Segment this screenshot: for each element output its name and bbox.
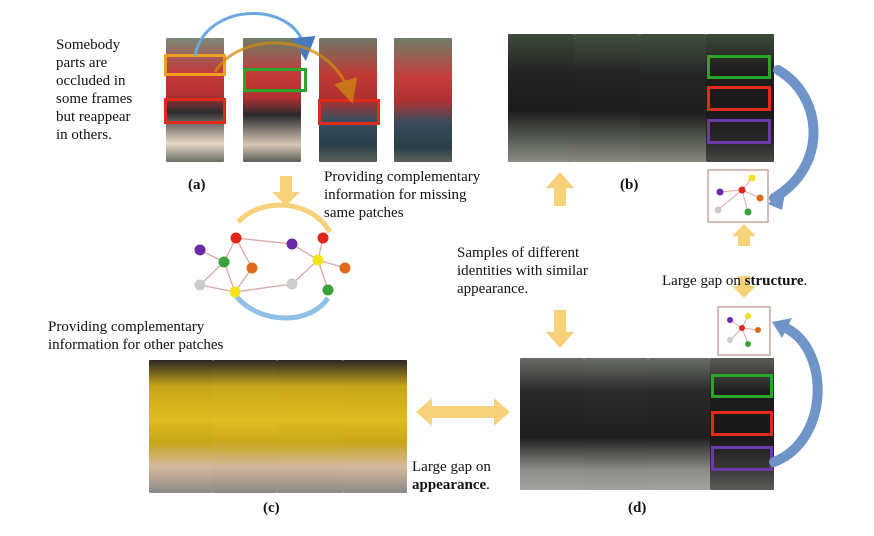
note-other: Providing complementary information for … xyxy=(48,319,224,353)
arrow-samples-up xyxy=(546,172,574,206)
appearance-suffix: . xyxy=(486,477,490,493)
structure-bold: structure xyxy=(744,273,804,289)
frame-c1 xyxy=(149,360,213,493)
box-b-red xyxy=(707,86,771,111)
frame-b3 xyxy=(640,34,706,162)
arc-blue-a xyxy=(193,12,316,61)
box-b-green xyxy=(707,55,771,79)
frame-b2 xyxy=(574,34,640,162)
frame-c2 xyxy=(213,360,277,493)
arrow-samples-down xyxy=(546,310,574,348)
appearance-prefix: Large gap on xyxy=(412,459,491,475)
curve-b-to-graph xyxy=(769,65,819,203)
box-d-green xyxy=(711,374,773,398)
frame-c3 xyxy=(277,360,343,493)
frame-a4 xyxy=(394,38,452,162)
graph-a xyxy=(194,202,351,321)
label-c: (c) xyxy=(263,500,280,516)
frame-a2 xyxy=(243,38,301,162)
frame-d3 xyxy=(648,358,710,490)
arrow-c-d xyxy=(416,398,510,426)
box-d-red xyxy=(711,411,773,436)
note-missing: Providing complementary information for … xyxy=(324,169,481,221)
arrow-structure-down xyxy=(732,276,756,298)
frame-d1 xyxy=(520,358,584,490)
arrow-a-down xyxy=(272,176,300,206)
box-legs-red-a1 xyxy=(164,98,226,124)
box-b-purple xyxy=(707,119,771,144)
arrow-structure-up xyxy=(732,224,756,246)
structure-suffix: . xyxy=(803,273,808,289)
frame-d2 xyxy=(584,358,648,490)
appearance-bold: appearance xyxy=(412,477,487,493)
box-torso-green xyxy=(243,68,307,92)
arc-orange-a xyxy=(213,41,358,104)
label-a: (a) xyxy=(188,177,206,193)
frame-b1 xyxy=(508,34,574,162)
label-d: (d) xyxy=(628,500,647,516)
frame-c4 xyxy=(343,360,407,493)
note-appearance: Large gap on appearance. xyxy=(412,440,522,494)
graph-d-box xyxy=(717,306,771,356)
label-b: (b) xyxy=(620,177,639,193)
note-structure: Large gap on structure. xyxy=(662,254,872,290)
structure-prefix: Large gap on xyxy=(662,273,745,289)
curve-d-to-graph xyxy=(769,323,823,467)
note-samples: Samples of different identities with sim… xyxy=(457,245,588,297)
note-occlusion: Somebody parts are occluded in some fram… xyxy=(56,37,133,143)
